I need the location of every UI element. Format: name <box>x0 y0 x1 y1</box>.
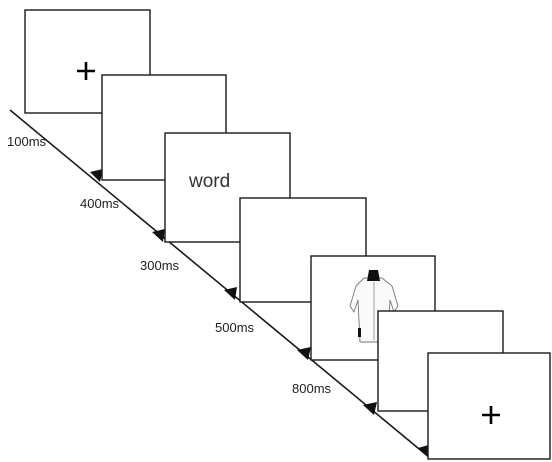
timeline-arrow <box>9 109 431 459</box>
duration-label: 300ms <box>140 258 180 273</box>
tick-arrow-5 <box>363 402 377 415</box>
tick-arrow-2 <box>152 229 165 242</box>
stimulus-word: word <box>188 171 230 192</box>
tick-arrow-3 <box>224 287 237 300</box>
duration-label: 800ms <box>292 381 332 396</box>
duration-label: 400ms <box>80 196 120 211</box>
duration-label: 500ms <box>215 320 255 335</box>
screen-fixation-end <box>427 352 551 460</box>
screen-blank-2 <box>239 197 367 303</box>
duration-label: 100ms <box>7 134 47 149</box>
tick-arrow-1 <box>90 169 103 182</box>
tick-arrow-4 <box>297 347 311 360</box>
